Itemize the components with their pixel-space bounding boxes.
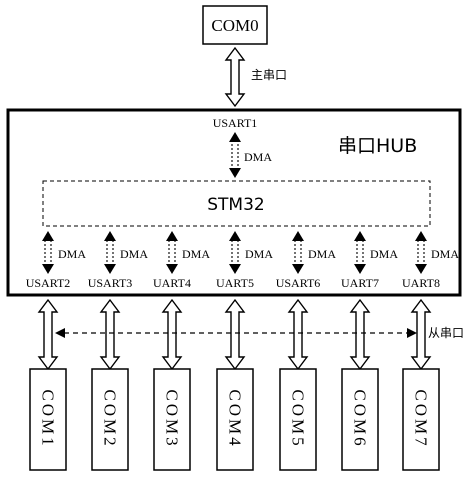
channel-5-dma-label: DMA bbox=[308, 247, 336, 261]
channel-6-dma-arrow bbox=[354, 231, 366, 274]
main-port-label: 主串口 bbox=[251, 68, 287, 82]
com4-box bbox=[216, 368, 254, 471]
usart1-dma-arrow bbox=[229, 132, 241, 178]
channel-4-dma-label: DMA bbox=[245, 247, 273, 261]
channel-7-port-label: UART8 bbox=[402, 276, 440, 290]
com2-box bbox=[91, 368, 129, 471]
channel-3-dma-label: DMA bbox=[182, 247, 210, 261]
com4-label: COM4 bbox=[226, 389, 245, 448]
com2-label: COM2 bbox=[101, 389, 120, 448]
channel-1-dma-label: DMA bbox=[58, 247, 86, 261]
com6-box bbox=[341, 368, 379, 471]
channel-4-link-arrow bbox=[224, 298, 246, 371]
channel-2-port-label: USART3 bbox=[88, 276, 133, 290]
channel-1-dma-arrow bbox=[42, 231, 54, 274]
channel-4-dma-arrow bbox=[229, 231, 241, 274]
slave-port-link bbox=[55, 328, 417, 338]
channel-1-port-label: USART2 bbox=[26, 276, 71, 290]
stm32-label: STM32 bbox=[207, 195, 264, 215]
com1-label: COM1 bbox=[39, 389, 58, 448]
channel-3-link-arrow bbox=[161, 298, 183, 371]
com1-box bbox=[29, 368, 67, 471]
channel-2-link-arrow bbox=[99, 298, 121, 371]
channel-3-port-label: UART4 bbox=[153, 276, 191, 290]
channel-1-link-arrow bbox=[37, 298, 59, 371]
channel-7-dma-arrow bbox=[415, 231, 427, 274]
channel-5-link-arrow bbox=[287, 298, 309, 371]
main-port-arrow bbox=[224, 46, 246, 108]
channel-5-dma-arrow bbox=[292, 231, 304, 274]
channel-4-port-label: UART5 bbox=[216, 276, 254, 290]
com7-label: COM7 bbox=[412, 389, 431, 448]
channel-5-port-label: USART6 bbox=[276, 276, 321, 290]
channel-2-dma-arrow bbox=[104, 231, 116, 274]
channel-6-port-label: UART7 bbox=[341, 276, 379, 290]
channel-7-dma-label: DMA bbox=[431, 247, 459, 261]
channel-6-dma-label: DMA bbox=[370, 247, 398, 261]
stm32-box bbox=[42, 180, 431, 227]
com0-box bbox=[202, 5, 268, 45]
com7-box bbox=[402, 368, 440, 471]
com6-label: COM6 bbox=[351, 389, 370, 448]
channel-2-dma-label: DMA bbox=[120, 247, 148, 261]
com3-box bbox=[153, 368, 191, 471]
usart1-label: USART1 bbox=[213, 116, 258, 130]
com3-label: COM3 bbox=[163, 389, 182, 448]
usart1-dma-label: DMA bbox=[244, 150, 272, 164]
com0-label: COM0 bbox=[211, 16, 258, 35]
channel-6-link-arrow bbox=[349, 298, 371, 371]
channel-3-dma-arrow bbox=[166, 231, 178, 274]
slave-port-label: 从串口 bbox=[428, 326, 464, 340]
hub-title: 串口HUB bbox=[338, 135, 417, 157]
com5-box bbox=[279, 368, 317, 471]
com5-label: COM5 bbox=[289, 389, 308, 448]
